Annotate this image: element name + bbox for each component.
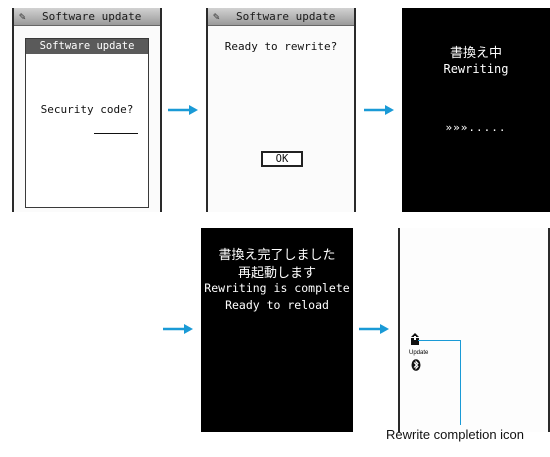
arrow-right-icon	[163, 323, 193, 335]
ok-button[interactable]: OK	[261, 151, 303, 167]
title-text: Software update	[236, 10, 336, 23]
arrow-right-icon	[168, 104, 198, 116]
callout-line	[460, 340, 461, 425]
update-icon-label: Update	[409, 350, 429, 356]
rewriting-en: Rewriting	[443, 62, 509, 76]
update-arrow-icon	[411, 333, 419, 345]
arrow-right-icon	[359, 323, 389, 335]
arrow-right-icon	[364, 104, 394, 116]
rewriting-jp: 書換え中	[449, 46, 502, 61]
bluetooth-icon	[411, 359, 421, 371]
dialog-title: Software update	[26, 39, 148, 54]
security-code-input[interactable]	[94, 132, 138, 134]
reload-en: Ready to reload	[225, 298, 329, 312]
screen-security-code: ✎ Software update Software update Securi…	[12, 8, 162, 212]
rewrite-completion-caption: Rewrite completion icon	[386, 427, 525, 442]
ready-to-rewrite-prompt: Ready to rewrite?	[224, 40, 338, 53]
screen-rewrite-complete: 書換え完了しました 再起動します Rewriting is complete R…	[201, 228, 353, 432]
security-code-dialog: Software update Security code?	[25, 38, 149, 208]
title-bar: ✎ Software update	[14, 8, 160, 26]
rewriting-progress: »»».....	[445, 121, 507, 134]
pen-icon: ✎	[213, 10, 220, 23]
title-text: Software update	[42, 10, 142, 23]
callout-line	[418, 340, 461, 341]
screen-rewriting: 書換え中 Rewriting »»».....	[402, 8, 550, 212]
screen-standby: Update	[398, 228, 550, 432]
title-bar: ✎ Software update	[208, 8, 354, 26]
update-icon: Update	[409, 331, 437, 375]
security-code-prompt: Security code?	[40, 103, 134, 116]
complete-jp: 書換え完了しました	[218, 248, 336, 263]
complete-en: Rewriting is complete	[204, 281, 350, 295]
pen-icon: ✎	[19, 10, 26, 23]
reboot-jp: 再起動します	[237, 266, 316, 281]
screen-ready-to-rewrite: ✎ Software update Ready to rewrite? OK	[206, 8, 356, 212]
